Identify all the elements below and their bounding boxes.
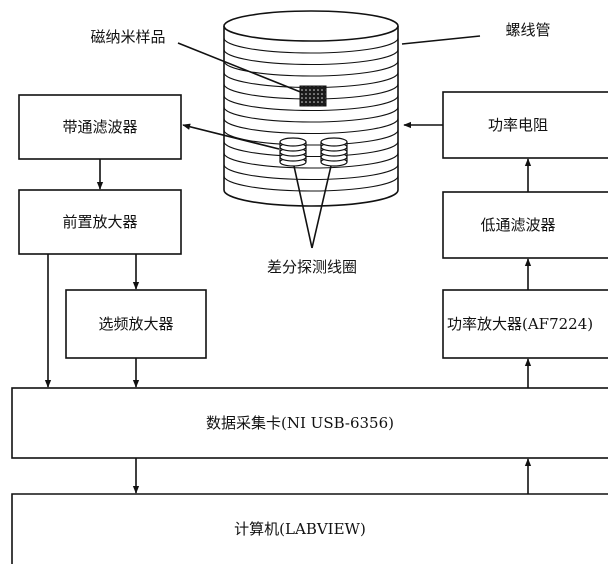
solenoid [223, 10, 399, 207]
solenoid-label: 螺线管 [505, 21, 550, 39]
lowpass-filter-label: 低通滤波器 [480, 216, 555, 234]
coil-leader-right [311, 165, 332, 249]
solenoid-winding [223, 164, 399, 181]
solenoid-winding [223, 72, 399, 89]
solenoid-winding [223, 152, 399, 169]
solenoid-bottom-rim [223, 189, 399, 207]
preamp-label: 前置放大器 [62, 213, 137, 231]
solenoid-winding [223, 141, 399, 158]
differential-coil-left [279, 137, 307, 167]
differential-coil-right [320, 137, 348, 167]
solenoid-winding [223, 106, 399, 123]
daq-card-label: 数据采集卡(NI USB-6356) [206, 414, 394, 432]
coil-leader-left [293, 165, 313, 249]
coils-label: 差分探测线圈 [267, 258, 357, 276]
sample-leader-line [177, 42, 304, 94]
solenoid-winding [223, 129, 399, 146]
freq-select-amp-label: 选频放大器 [98, 315, 173, 333]
magnetic-nanoparticle-sample [299, 85, 327, 107]
sample-label: 磁纳米样品 [90, 28, 165, 46]
solenoid-leader-line [401, 35, 481, 45]
solenoid-winding [223, 49, 399, 66]
bandpass-filter-label: 带通滤波器 [62, 118, 137, 136]
arrow-coils-to-bandpass [182, 123, 280, 150]
power-resistor-box [442, 91, 608, 159]
computer-label: 计算机(LABVIEW) [234, 520, 366, 538]
solenoid-winding [223, 60, 399, 77]
bandpass-filter-box [18, 94, 182, 160]
solenoid-winding [223, 118, 399, 135]
lowpass-filter-box [442, 191, 608, 259]
power-resistor-label: 功率电阻 [488, 116, 548, 134]
power-amp-label: 功率放大器(AF7224) [447, 315, 593, 333]
preamp-box [18, 189, 182, 255]
solenoid-top-ellipse [223, 10, 399, 42]
solenoid-winding [223, 95, 399, 112]
power-amp-box [442, 289, 608, 359]
solenoid-winding [223, 175, 399, 192]
freq-select-amp-box [65, 289, 207, 359]
solenoid-winding [223, 37, 399, 54]
computer-box [11, 493, 608, 564]
daq-card-box [11, 387, 608, 459]
